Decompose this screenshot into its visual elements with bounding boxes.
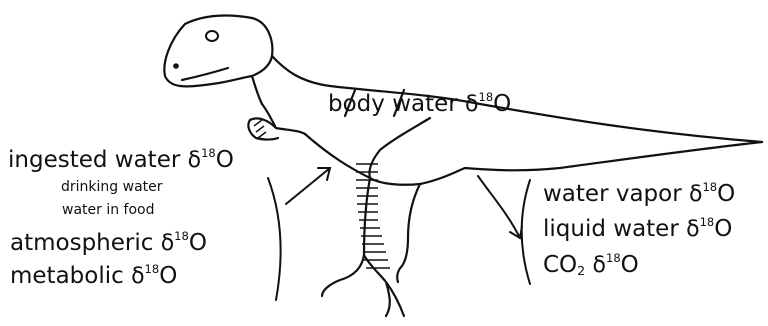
oxygen-symbol: O xyxy=(159,263,177,289)
delta-symbol: δ xyxy=(188,148,201,173)
ingested-water-label: ingested water δ18O xyxy=(8,148,234,172)
isotope-number: 18 xyxy=(702,180,717,194)
input-bracket xyxy=(268,178,281,300)
dinosaur-eye xyxy=(173,63,179,69)
water-vapor-text: water vapor xyxy=(543,181,682,207)
isotope-number: 18 xyxy=(606,251,621,265)
dinosaur-front-leg xyxy=(322,178,404,316)
water-in-food-label: water in food xyxy=(62,203,155,217)
isotope-number: 18 xyxy=(174,229,189,243)
input-arrow xyxy=(286,168,330,204)
co2-subscript: 2 xyxy=(577,263,585,278)
body-water-label: body water δ18O xyxy=(328,92,511,116)
drinking-water-label: drinking water xyxy=(61,180,163,194)
delta-symbol: δ xyxy=(161,231,174,256)
delta-symbol: δ xyxy=(465,92,478,117)
dinosaur-arm xyxy=(248,104,305,140)
metabolic-label: metabolic δ18O xyxy=(10,264,177,288)
oxygen-symbol: O xyxy=(189,230,207,256)
delta-symbol: δ xyxy=(689,182,702,207)
body-water-text: body water xyxy=(328,91,458,117)
atmospheric-label: atmospheric δ18O xyxy=(10,231,207,255)
delta-symbol: δ xyxy=(593,253,606,278)
output-bracket xyxy=(522,180,530,284)
oxygen-symbol: O xyxy=(493,91,511,117)
output-arrow xyxy=(478,176,520,238)
atmospheric-text: atmospheric xyxy=(10,230,153,256)
dinosaur-brow xyxy=(206,31,218,41)
isotope-number: 18 xyxy=(479,90,494,104)
water-vapor-label: water vapor δ18O xyxy=(543,182,735,206)
oxygen-symbol: O xyxy=(717,181,735,207)
oxygen-symbol: O xyxy=(714,216,732,242)
dinosaur-thigh xyxy=(369,118,430,178)
co2-label: CO2 δ18O xyxy=(543,253,639,278)
co2-text: CO xyxy=(543,252,577,278)
dinosaur-head xyxy=(164,16,272,104)
metabolic-text: metabolic xyxy=(10,263,124,289)
liquid-water-label: liquid water δ18O xyxy=(543,217,732,241)
isotope-number: 18 xyxy=(201,146,216,160)
isotope-number: 18 xyxy=(145,262,160,276)
delta-symbol: δ xyxy=(131,264,144,289)
ingested-water-text: ingested water xyxy=(8,147,180,173)
dinosaur-back-leg xyxy=(397,184,420,282)
oxygen-symbol: O xyxy=(621,252,639,278)
oxygen-symbol: O xyxy=(216,147,234,173)
delta-symbol: δ xyxy=(686,217,699,242)
isotope-number: 18 xyxy=(700,215,715,229)
liquid-water-text: liquid water xyxy=(543,216,679,242)
dinosaur-mouth xyxy=(182,68,228,80)
